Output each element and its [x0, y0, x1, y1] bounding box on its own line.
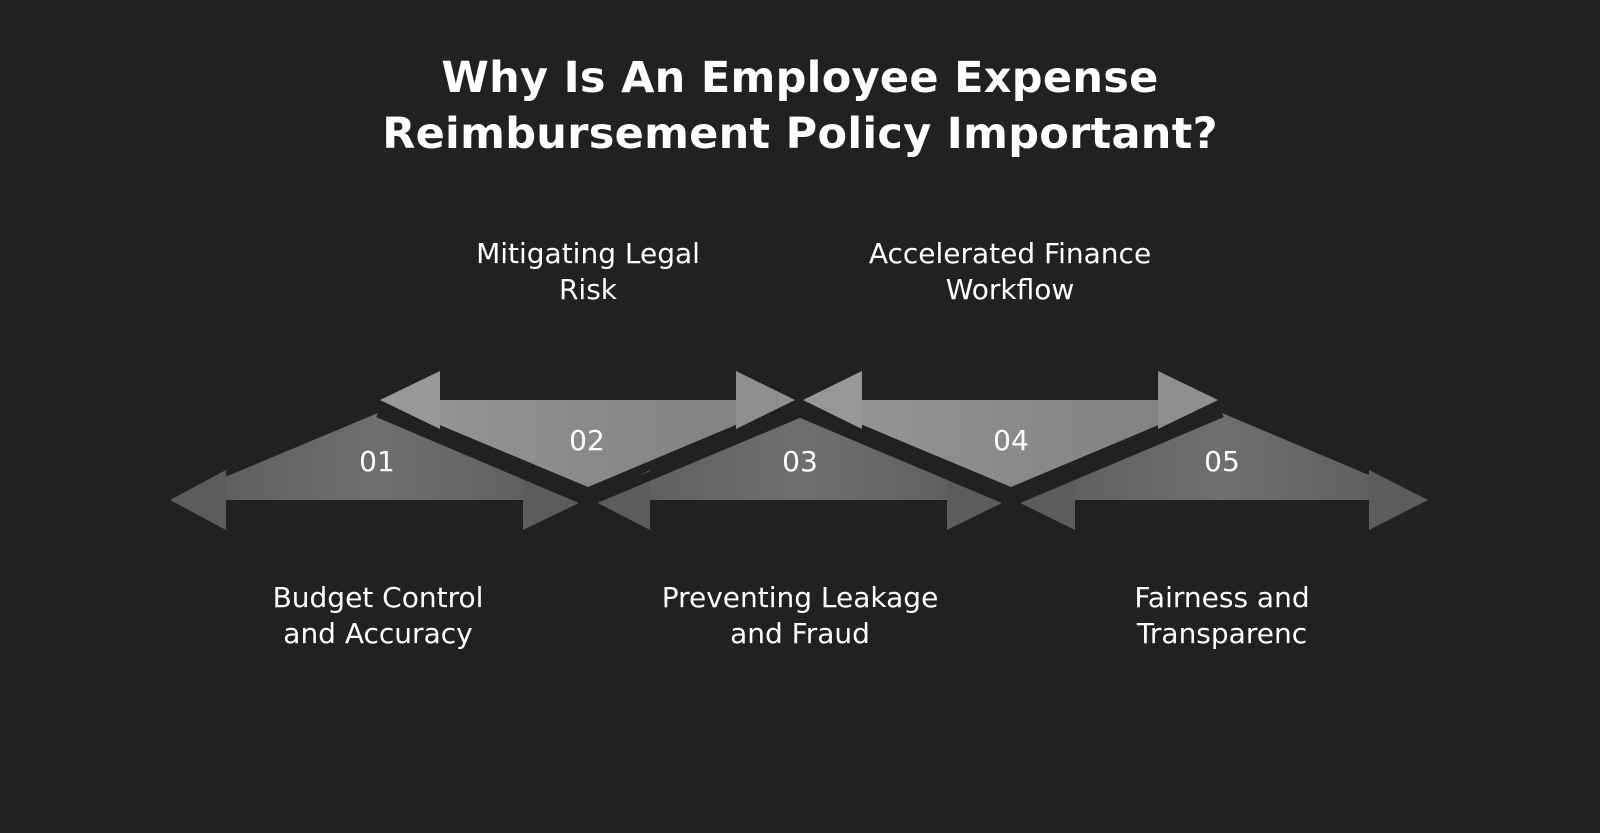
diagram-title: Why Is An Employee Expense Reimbursement…	[0, 50, 1600, 162]
title-line-2: Reimbursement Policy Important?	[382, 109, 1218, 159]
step-number-05: 05	[1204, 445, 1240, 478]
step-label-05: Fairness and Transparenc	[1134, 581, 1310, 650]
step-label-04: Accelerated Finance Workflow	[868, 237, 1152, 306]
step-number-01: 01	[359, 445, 395, 478]
step-label-01: Budget Control and Accuracy	[272, 581, 484, 650]
step-label-02: Mitigating Legal Risk	[476, 237, 700, 306]
step-number-04: 04	[993, 424, 1029, 457]
title-line-1: Why Is An Employee Expense	[441, 53, 1159, 103]
step-number-02: 02	[569, 424, 605, 457]
step-shape-04	[803, 371, 1218, 487]
step-number-03: 03	[782, 445, 818, 478]
separators	[376, 408, 1224, 507]
step-shape-02	[380, 371, 795, 487]
step-label-03: Preventing Leakage and Fraud	[661, 581, 939, 650]
